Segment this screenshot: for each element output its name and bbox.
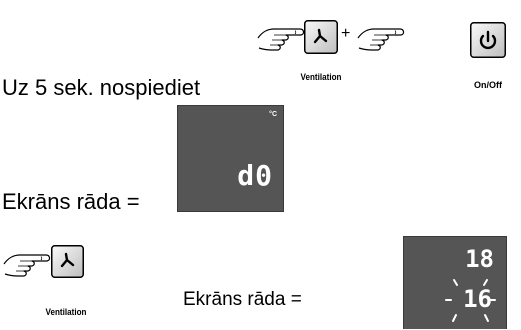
display-value: d0	[237, 159, 273, 192]
step3-label: Ekrāns rāda =	[183, 289, 302, 310]
onoff-button	[466, 22, 467, 23]
step2-label: Ekrāns rāda =	[2, 189, 140, 214]
fan-icon	[304, 20, 338, 54]
blink-indicator-icon	[445, 279, 496, 322]
ventilation-caption: Ventilation	[300, 72, 342, 82]
lcd-display: °C d0	[177, 105, 284, 212]
plus-sign: +	[341, 25, 351, 42]
display-bottom-value: 16	[463, 285, 492, 313]
fan-icon	[51, 245, 84, 278]
onoff-button	[470, 22, 506, 58]
ventilation-button	[51, 245, 84, 278]
onoff-caption: On/Off	[474, 80, 502, 90]
ventilation-button	[304, 20, 338, 54]
lcd-display-2: 18 16	[403, 236, 507, 329]
step1-instruction: Uz 5 sek. nospiediet	[2, 75, 201, 100]
celsius-unit: °C	[269, 111, 277, 118]
power-icon	[470, 22, 506, 58]
onoff-button-group	[356, 18, 446, 70]
ventilation-caption: Ventilation	[45, 307, 87, 317]
ventilation-button-group	[256, 18, 338, 70]
pointing-hand-icon	[357, 28, 405, 51]
display-top-value: 18	[465, 245, 494, 273]
